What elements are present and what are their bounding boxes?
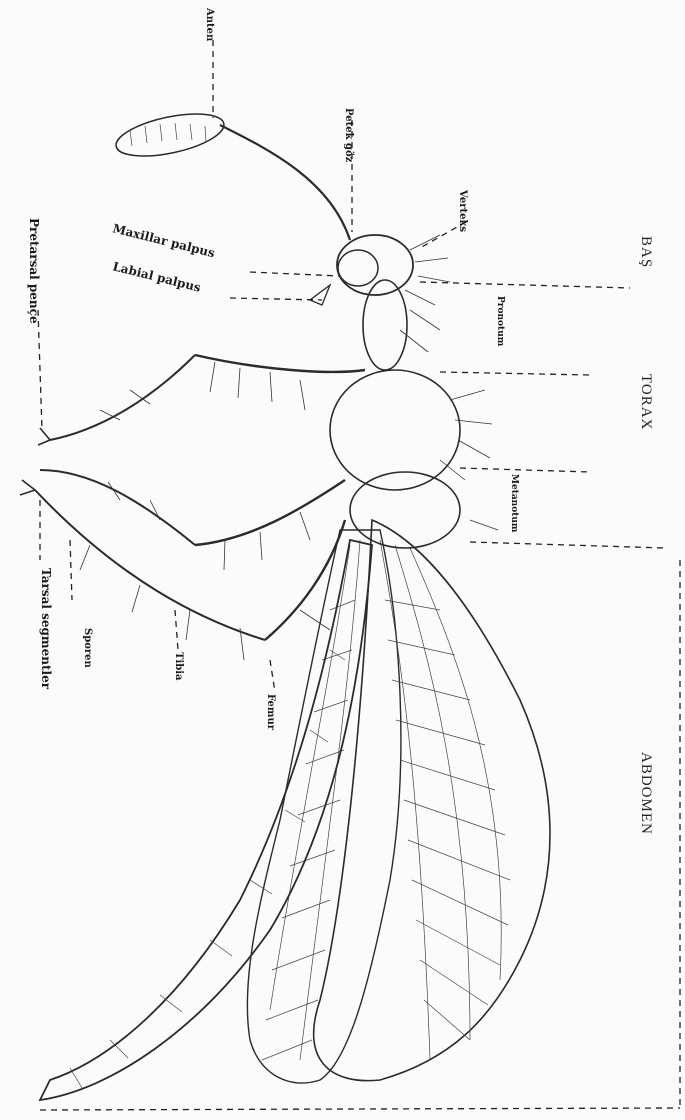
label-verteks: Verteks [457,189,468,232]
region-bas: BAŞ [638,236,654,268]
label-tibia: Tibia [173,652,184,681]
label-petek-goz: Petek göz [343,108,354,163]
label-pretarsal-pence: Pretarsal pençe [27,218,41,324]
compound-eye [338,250,378,286]
head-capsule [337,235,413,295]
hind-leg-tibia [35,490,265,640]
head [310,235,413,305]
label-sporen: Sporen [82,628,93,669]
labels: Anten Petek göz Verteks Maxillar palpus … [27,7,654,835]
middle-leg-femur [195,480,345,545]
label-metanotum: Metanotum [509,474,519,533]
label-labial-palpus: Labial palpus [111,259,202,294]
label-tarsal-segmentler: Tarsal segmentler [39,568,53,690]
abdomen-body [40,540,372,1100]
thorax-body [330,280,460,548]
fore-wing [314,520,550,1081]
pretarsal-claw [38,428,50,445]
region-abdomen: ABDOMEN [638,752,654,835]
front-leg-femur [195,355,365,372]
tarsal-claw [20,480,35,495]
label-femur: Femur [265,694,276,731]
middle-leg-tibia [40,470,195,545]
region-torax: TORAX [638,374,654,430]
front-leg-tibia [50,355,195,440]
wing-cross-veins [262,600,510,1060]
metanotum-shape [350,472,460,548]
label-maxillar-palpus: Maxillar palpus [111,221,216,260]
label-protorax: Pronotum [495,296,505,347]
mouthparts [310,285,330,305]
antenna [112,106,350,240]
label-anten: Anten [204,7,215,42]
wings [247,520,550,1083]
